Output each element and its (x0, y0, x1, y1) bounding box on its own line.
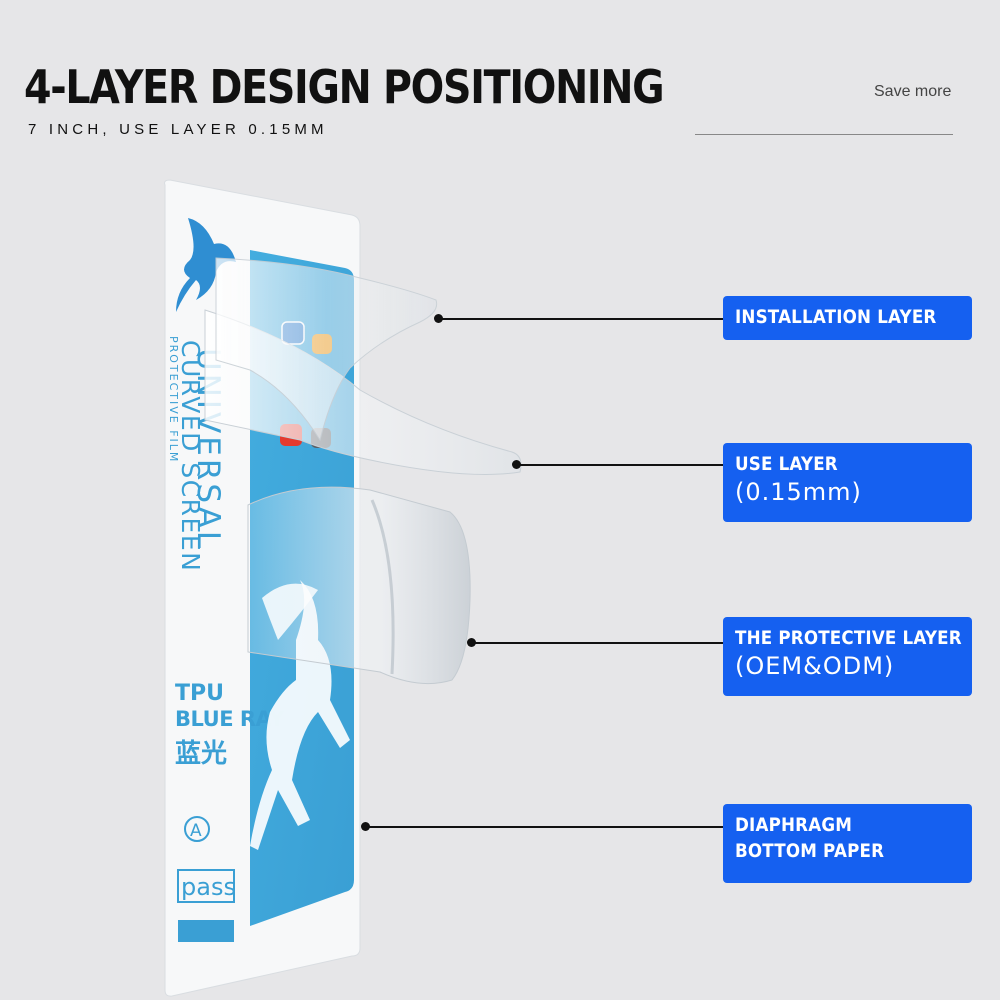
bottom-paper-subtitle: BOTTOM PAPER (735, 840, 885, 862)
use-layer-label: USE LAYER (0.15mm) (723, 443, 972, 522)
protective-layer-film (247, 486, 471, 685)
page-title: 4-LAYER DESIGN POSITIONING (24, 60, 665, 114)
type-cn-text: 蓝光 (175, 739, 227, 769)
use-layer-leader (518, 464, 723, 466)
installation-layer-marker (434, 314, 443, 323)
use-layer-thickness: (0.15mm) (735, 478, 862, 506)
protective-layer-label: THE PROTECTIVE LAYER (OEM&ODM) (723, 617, 972, 696)
page-subtitle: 7 INCH, USE LAYER 0.15MM (28, 121, 328, 138)
installation-layer-leader (440, 318, 723, 320)
save-more-link[interactable]: Save more (874, 83, 952, 100)
use-layer-title: USE LAYER (735, 453, 838, 475)
pass-text: pass (181, 873, 236, 901)
save-more-underline (695, 134, 953, 135)
protective-layer-leader (473, 642, 723, 644)
bottom-paper-label: DIAPHRAGM BOTTOM PAPER (723, 804, 972, 883)
installation-layer-label: INSTALLATION LAYER (723, 296, 972, 340)
protective-layer-marker (467, 638, 476, 647)
installation-layer-film (215, 257, 438, 442)
grade-badge (184, 816, 210, 842)
protective-layer-title: THE PROTECTIVE LAYER (735, 627, 962, 649)
bottom-paper-marker (361, 822, 370, 831)
protective-layer-edge (370, 499, 395, 675)
bottom-paper-leader (367, 826, 723, 828)
pass-footnote-block (178, 920, 234, 942)
use-layer-marker (512, 460, 521, 469)
brand-vertical-text-2: CURVED SCREEN (176, 340, 205, 572)
installation-layer-title: INSTALLATION LAYER (735, 306, 937, 328)
protective-layer-oem: (OEM&ODM) (735, 652, 895, 680)
grade-text: A (190, 821, 202, 841)
pass-stamp (177, 869, 235, 903)
material-text: TPU (175, 681, 224, 706)
mascot-silhouette (250, 580, 350, 850)
bottom-paper-title: DIAPHRAGM (735, 814, 853, 836)
brand-vertical-text-3: PROTECTIVE FILM (167, 336, 180, 463)
brand-bird-logo (176, 218, 236, 312)
